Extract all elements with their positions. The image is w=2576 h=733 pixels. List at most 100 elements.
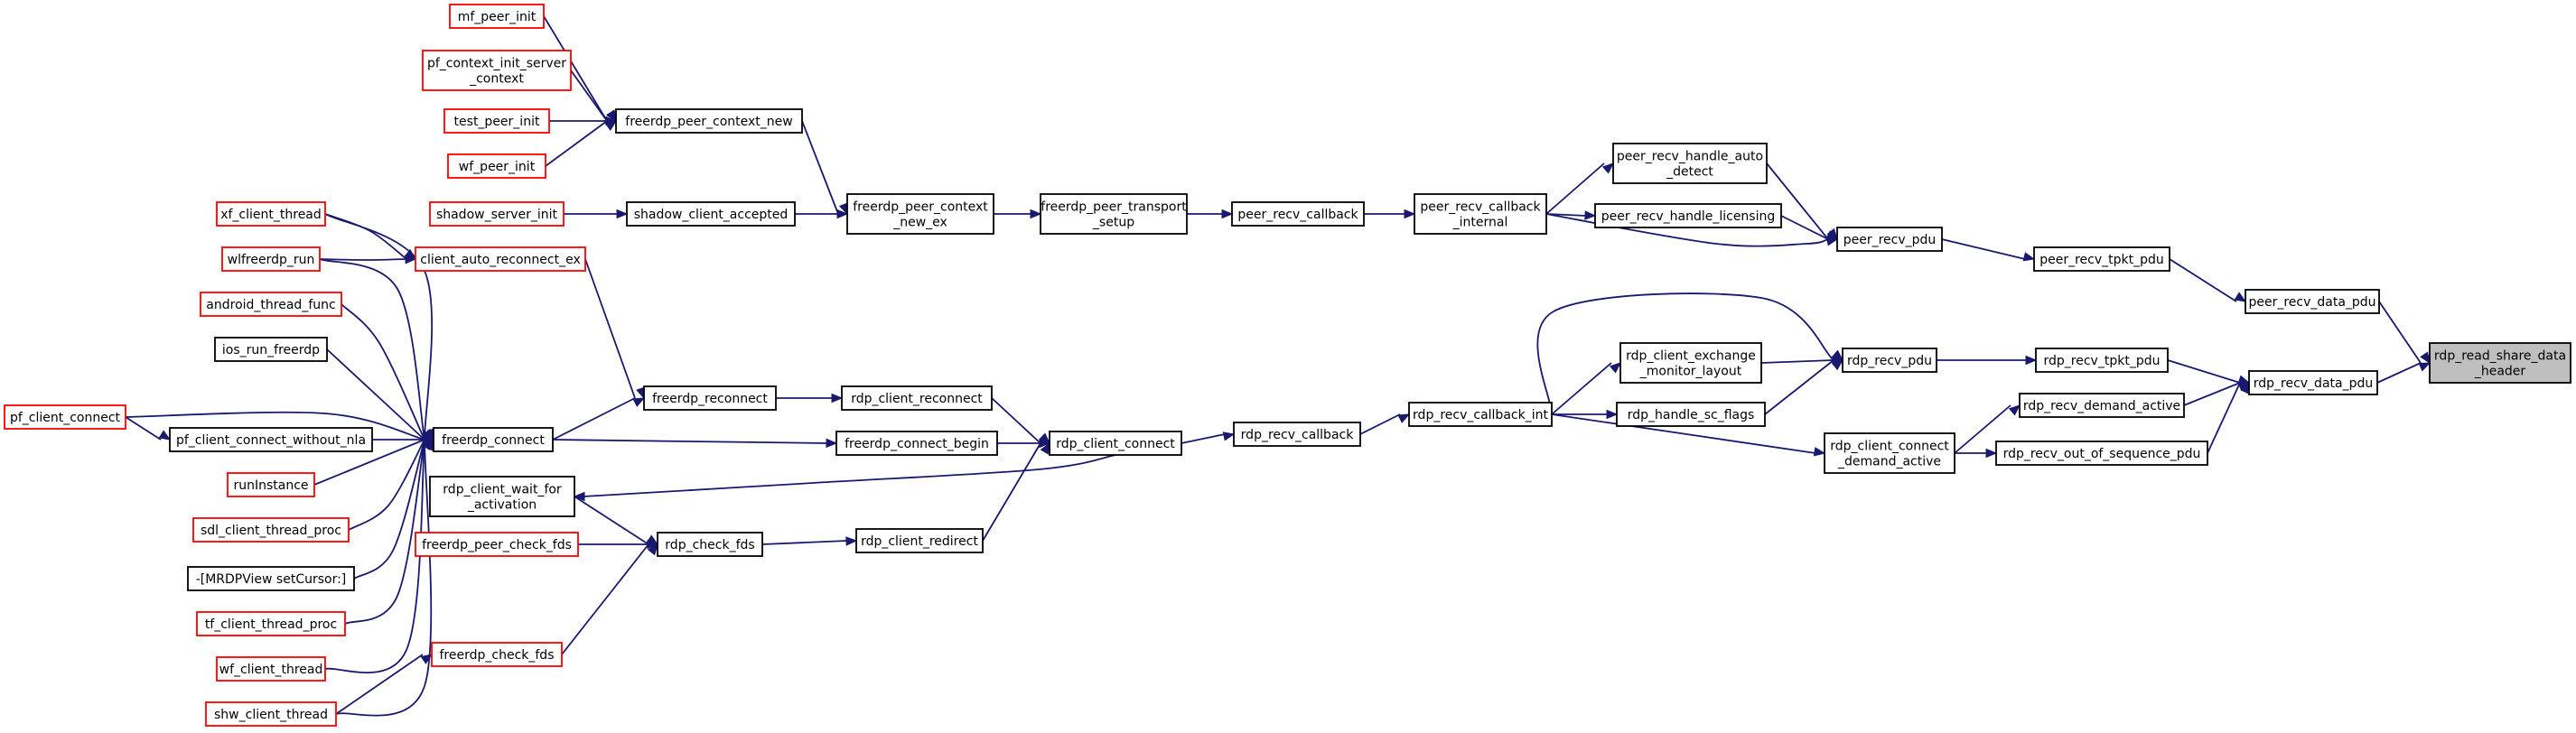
node-label: peer_recv_handle_licensing [1601,209,1776,224]
node-label: tf_client_thread_proc [205,617,337,632]
node-rdp-recv-out-of-sequence-pdu[interactable]: rdp_recv_out_of_sequence_pdu [1995,441,2208,466]
node-peer-recv-callback[interactable]: peer_recv_callback [1231,201,1365,227]
edge-freerdp-peer-context-new-ex-to-freerdp-peer-transport-setup [994,209,1042,219]
node-tf-client-thread-proc[interactable]: tf_client_thread_proc [196,611,346,636]
node-freerdp-peer-check-fds[interactable]: freerdp_peer_check_fds [415,532,579,557]
edge-wf-peer-init-to-freerdp-peer-context-new [545,120,618,167]
node-label: peer_recv_handle_auto [1617,150,1763,164]
node-rdp-recv-pdu[interactable]: rdp_recv_pdu [1842,348,1937,373]
node-peer-recv-handle-auto-detect[interactable]: peer_recv_handle_auto_detect [1612,143,1768,184]
node-freerdp-connect-begin[interactable]: freerdp_connect_begin [835,431,998,456]
node-rdp-read-share-data-header[interactable]: rdp_read_share_data_header [2429,342,2571,384]
node-label: shadow_client_accepted [634,208,789,222]
node-shadow-client-accepted[interactable]: shadow_client_accepted [626,201,796,227]
node-rdp-client-exchange-monitor-layout[interactable]: rdp_client_exchange_monitor_layout [1619,342,1762,384]
node-label: _monitor_layout [1639,365,1742,379]
node-peer-recv-tpkt-pdu[interactable]: peer_recv_tpkt_pdu [2033,246,2170,272]
node-freerdp-peer-context-new[interactable]: freerdp_peer_context_new [615,108,803,134]
node-rdp-client-reconnect[interactable]: rdp_client_reconnect [841,385,993,411]
node-rdp-client-connect-demand-active[interactable]: rdp_client_connect_demand_active [1824,432,1955,474]
edge-line [324,213,407,260]
arrowhead [647,543,658,556]
node-client-auto-reconnect-ex[interactable]: client_auto_reconnect_ex [415,246,586,272]
node-peer-recv-callback-internal[interactable]: peer_recv_callback_internal [1414,193,1547,235]
node-peer-recv-pdu[interactable]: peer_recv_pdu [1836,227,1943,252]
node-wlfreerdp-run[interactable]: wlfreerdp_run [221,246,321,272]
arrowhead [836,209,849,219]
edge-line [801,120,839,215]
node-freerdp-peer-context-new-ex[interactable]: freerdp_peer_context_new_ex [846,193,994,235]
node-label: _context [469,72,524,87]
edge-line [1764,359,1834,415]
node-label: freerdp_connect [442,433,545,448]
node-xf-client-thread[interactable]: xf_client_thread [216,201,326,227]
node-label: android_thread_func [206,298,335,312]
edge-line [2167,359,2241,384]
node-label: rdp_client_exchange [1626,349,1756,364]
node-pf-client-connect[interactable]: pf_client_connect [4,404,126,430]
node-android-thread-func[interactable]: android_thread_func [200,292,342,317]
edge-line [1760,359,1834,364]
node-freerdp-check-fds[interactable]: freerdp_check_fds [431,642,563,667]
node-peer-recv-data-pdu[interactable]: peer_recv_data_pdu [2245,289,2380,314]
node-rdp-check-fds[interactable]: rdp_check_fds [657,532,763,557]
arrowhead [1831,359,1844,371]
node-shw-client-thread[interactable]: shw_client_thread [205,701,337,727]
node-rdp-recv-demand-active[interactable]: rdp_recv_demand_active [2019,393,2185,418]
edge-line [561,543,649,655]
node-rdp-handle-sc-flags[interactable]: rdp_handle_sc_flags [1616,402,1766,427]
arrowhead [1222,431,1236,441]
node-freerdp-peer-transport-setup[interactable]: freerdp_peer_transport_setup [1040,193,1188,235]
node-freerdp-reconnect[interactable]: freerdp_reconnect [643,385,777,411]
arrowhead [420,654,434,664]
node-box [1842,348,1937,373]
node-wf-client-thread[interactable]: wf_client_thread [216,656,326,682]
node-mf-peer-init[interactable]: mf_peer_init [449,4,545,29]
node-rdp-client-connect[interactable]: rdp_client_connect [1049,431,1182,456]
node-label: ios_run_freerdp [222,343,320,357]
node-sdl-client-thread-proc[interactable]: sdl_client_thread_proc [192,517,350,543]
node-label: rdp_client_wait_for [443,483,562,497]
node-box [1231,201,1365,227]
call-nodes: mf_peer_init pf_context_init_server_conte… [4,4,2571,727]
edge-rdp-client-redirect-to-rdp-client-connect [982,441,1050,542]
node-box [657,532,763,557]
node-pf-context-init-server-context[interactable]: pf_context_init_server_context [422,50,572,91]
node-label: pf_context_init_server [427,57,566,71]
node-box [835,431,998,456]
node-box [2019,393,2185,418]
node-label: sdl_client_thread_proc [201,524,341,538]
node-label: _demand_active [1837,455,1941,469]
edge-line [1941,238,2026,260]
node-box [1616,402,1766,427]
edge-rdp-recv-callback-int-to-rdp-client-connect-demand-active [1551,413,1826,457]
node-pf-client-connect-without-nla[interactable]: pf_client_connect_without_nla [169,427,373,452]
node-rdp-recv-callback-int[interactable]: rdp_recv_callback_int [1408,402,1553,427]
node-rdp-recv-tpkt-pdu[interactable]: rdp_recv_tpkt_pdu [2035,348,2169,373]
edge-rdp-recv-pdu-to-rdp-recv-tpkt-pdu [1936,355,2038,366]
node-box [626,201,796,227]
node-rdp-recv-data-pdu[interactable]: rdp_recv_data_pdu [2248,370,2378,395]
node-ios-run-freerdp[interactable]: ios_run_freerdp [214,337,328,362]
edge-line [125,411,425,441]
node-test-peer-init[interactable]: test_peer_init [443,108,550,134]
node-freerdp-connect[interactable]: freerdp_connect [433,427,554,452]
node-box [846,193,994,235]
node-box [429,476,575,517]
node-rdp-recv-callback[interactable]: rdp_recv_callback [1233,422,1361,447]
arrowhead [1825,230,1839,240]
edge-line [341,303,425,441]
arrowhead [1606,409,1619,420]
node-box [415,532,579,557]
node-rdp-client-redirect[interactable]: rdp_client_redirect [855,528,984,553]
node-rdp-client-wait-for-activation[interactable]: rdp_client_wait_for_activation [429,476,575,517]
node-runInstance[interactable]: runInstance [227,472,315,497]
node-shadow-server-init[interactable]: shadow_server_init [429,201,565,227]
edge-android-thread-func-to-freerdp-connect [341,303,434,441]
edge-rdp-client-reconnect-to-rdp-client-connect [991,397,1050,444]
node-mrdpview-setcursor[interactable]: -[MRDPView setCursor:] [187,566,355,591]
node-label: rdp_client_redirect [861,534,978,549]
arrowhead [2025,355,2038,366]
node-peer-recv-handle-licensing[interactable]: peer_recv_handle_licensing [1594,203,1782,228]
node-wf-peer-init[interactable]: wf_peer_init [447,153,546,179]
